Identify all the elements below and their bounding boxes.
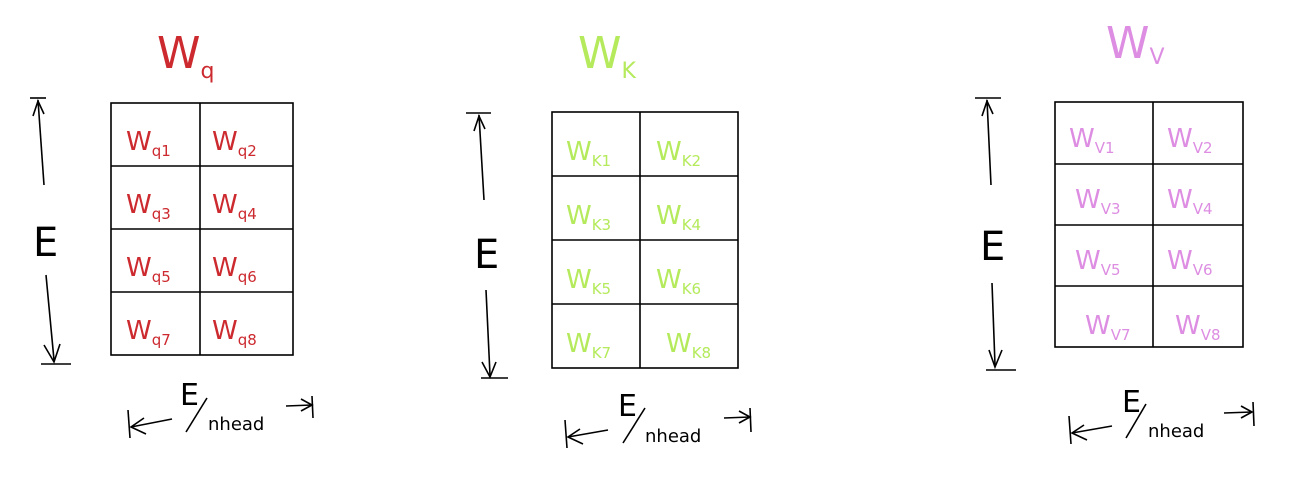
cell-k3: WK3	[566, 201, 611, 234]
col-dim-label-q-numerator: E	[180, 378, 199, 413]
cell-v2: WV2	[1167, 124, 1213, 157]
col-dim-arrow-k	[564, 407, 752, 449]
cell-v1: WV1	[1069, 124, 1115, 157]
cell-v3: WV3	[1075, 185, 1121, 218]
cell-q2: Wq2	[212, 127, 257, 160]
cell-q8: Wq8	[212, 316, 257, 349]
matrix-grid-v	[1054, 101, 1244, 348]
cell-v6: WV6	[1167, 246, 1213, 279]
cell-v4: WV4	[1167, 185, 1213, 218]
matrix-title-k: WK	[578, 28, 637, 84]
row-dim-label-q: E	[33, 220, 58, 266]
row-dim-label-k: E	[474, 232, 499, 278]
row-dim-arrow-q	[30, 97, 71, 365]
cell-k2: WK2	[656, 137, 701, 170]
cell-v7: WV7	[1085, 311, 1131, 344]
matrix-title-v: WV	[1106, 18, 1165, 70]
row-dim-arrow-k	[466, 112, 508, 379]
matrix-group-k: WK WK1 WK2 WK3 WK4 WK5 WK6 WK7 WK8 E	[466, 28, 752, 449]
row-dim-arrow-v	[975, 97, 1016, 371]
cell-k5: WK5	[566, 265, 611, 298]
col-dim-label-v-denominator: nhead	[1148, 421, 1204, 442]
cell-k7: WK7	[566, 329, 611, 362]
cell-v8: WV8	[1175, 311, 1221, 344]
cell-k8: WK8	[666, 329, 711, 362]
matrix-grid-k	[551, 111, 739, 369]
col-dim-arrow-q	[127, 395, 314, 439]
col-dim-label-k-denominator: nhead	[645, 426, 701, 447]
matrix-cells-q: Wq1 Wq2 Wq3 Wq4 Wq5 Wq6 Wq7 Wq8	[126, 127, 257, 349]
cell-q1: Wq1	[126, 127, 171, 160]
cell-q3: Wq3	[126, 190, 171, 223]
col-dim-label-k-numerator: E	[618, 389, 637, 424]
cell-k6: WK6	[656, 265, 701, 298]
col-dim-arrow-v	[1068, 401, 1255, 445]
matrix-grid-q	[110, 102, 294, 356]
cell-k1: WK1	[566, 137, 611, 170]
cell-q6: Wq6	[212, 253, 257, 286]
matrix-group-v: WV WV1 WV2 WV3 WV4 WV5 WV6 WV7 WV8 E	[975, 18, 1255, 445]
matrix-cells-v: WV1 WV2 WV3 WV4 WV5 WV6 WV7 WV8	[1069, 124, 1221, 344]
cell-v5: WV5	[1075, 246, 1121, 279]
cell-q7: Wq7	[126, 316, 171, 349]
col-dim-label-q-denominator: nhead	[208, 414, 264, 435]
cell-q4: Wq4	[212, 190, 257, 223]
matrix-title-q: Wq	[157, 28, 214, 84]
col-dim-label-v-numerator: E	[1122, 385, 1141, 420]
cell-k4: WK4	[656, 201, 701, 234]
row-dim-label-v: E	[980, 224, 1005, 270]
cell-q5: Wq5	[126, 253, 171, 286]
matrix-cells-k: WK1 WK2 WK3 WK4 WK5 WK6 WK7 WK8	[566, 137, 711, 362]
matrix-group-q: Wq Wq1 Wq2 Wq3 Wq4 Wq5 Wq6 Wq7 Wq8 E	[30, 28, 314, 439]
